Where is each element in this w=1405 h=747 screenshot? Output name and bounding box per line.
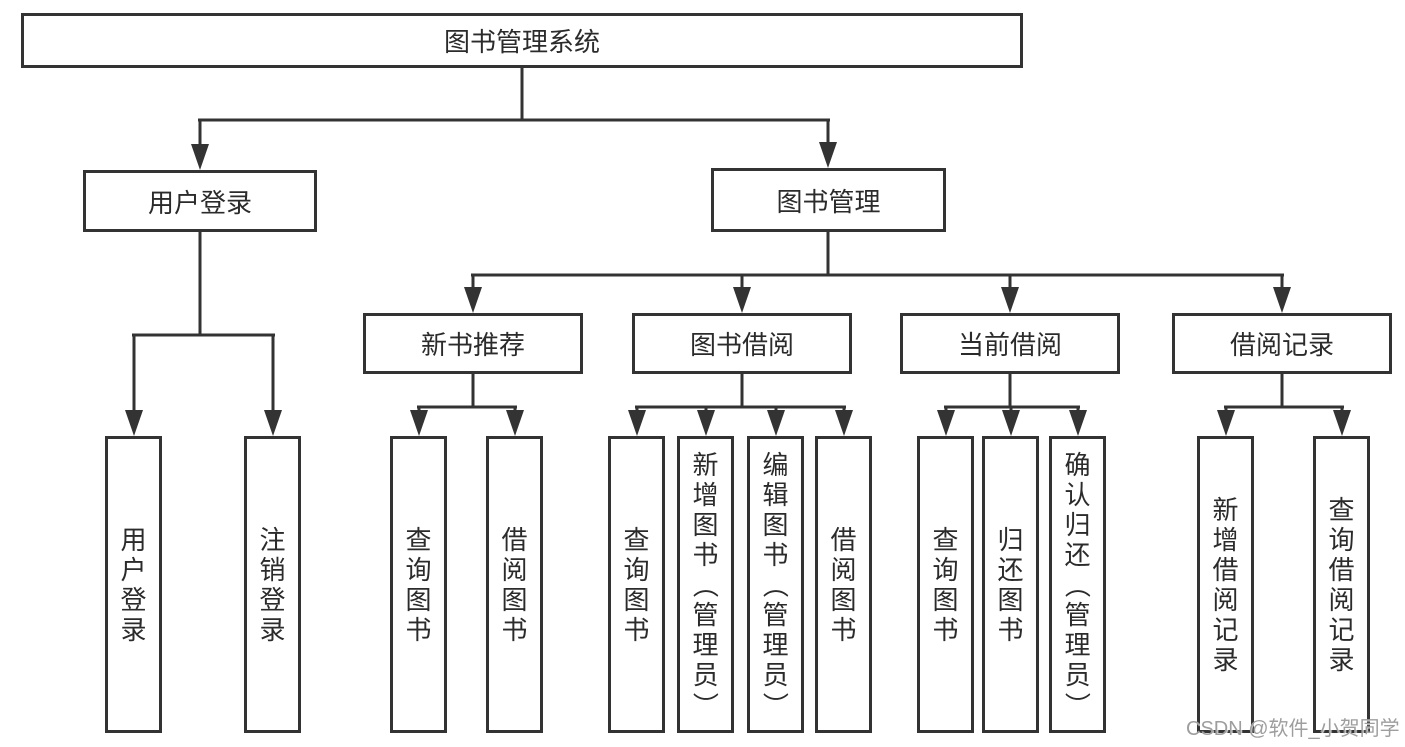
node-borrow-records-label: 借阅记录 xyxy=(1229,330,1334,360)
leaf-logout: 注销登录 xyxy=(244,436,301,733)
leaf-logout-label: 注销登录 xyxy=(259,524,286,645)
node-root: 图书管理系统 xyxy=(21,13,1023,68)
leaf-add-book-admin: 新增图书（管理员） xyxy=(677,436,734,733)
leaf-edit-book-admin-label: 编辑图书（管理员） xyxy=(760,449,791,718)
node-book-management: 图书管理 xyxy=(711,168,946,232)
node-borrow-records: 借阅记录 xyxy=(1172,313,1392,374)
leaf-query-borrow-record-label: 查询借阅记录 xyxy=(1328,494,1355,675)
node-new-book-recommend: 新书推荐 xyxy=(363,313,583,374)
node-new-book-recommend-label: 新书推荐 xyxy=(420,330,525,360)
leaf-add-borrow-record-label: 新增借阅记录 xyxy=(1212,494,1239,675)
leaf-borrow-books-recommend: 借阅图书 xyxy=(486,436,543,733)
node-user-login: 用户登录 xyxy=(83,170,317,232)
watermark: CSDN @软件_小贺同学 xyxy=(1186,718,1400,740)
leaf-query-books-current-label: 查询图书 xyxy=(932,524,959,645)
leaf-edit-book-admin: 编辑图书（管理员） xyxy=(747,436,804,733)
leaf-query-borrow-record: 查询借阅记录 xyxy=(1313,436,1370,733)
leaf-borrow-books-label: 借阅图书 xyxy=(830,524,857,645)
leaf-user-login-label: 用户登录 xyxy=(120,524,147,645)
node-current-borrow-label: 当前借阅 xyxy=(957,330,1062,360)
node-root-label: 图书管理系统 xyxy=(443,27,600,57)
leaf-return-book-label: 归还图书 xyxy=(997,524,1024,645)
node-current-borrow: 当前借阅 xyxy=(900,313,1120,374)
node-user-login-label: 用户登录 xyxy=(147,187,252,218)
leaf-return-book: 归还图书 xyxy=(982,436,1039,733)
leaf-user-login: 用户登录 xyxy=(105,436,162,733)
connector-book-borrow xyxy=(628,374,853,436)
leaf-add-borrow-record: 新增借阅记录 xyxy=(1197,436,1254,733)
node-book-management-label: 图书管理 xyxy=(776,186,881,217)
node-book-borrow-label: 图书借阅 xyxy=(689,330,794,360)
connector-current-borrow xyxy=(937,374,1087,436)
leaf-confirm-return-admin: 确认归还（管理员） xyxy=(1049,436,1106,733)
leaf-query-books-borrow: 查询图书 xyxy=(608,436,665,733)
leaf-query-books-borrow-label: 查询图书 xyxy=(623,524,650,645)
connector-new-book xyxy=(410,374,524,436)
node-book-borrow: 图书借阅 xyxy=(632,313,852,374)
leaf-query-books-recommend-label: 查询图书 xyxy=(405,524,432,645)
leaf-borrow-books: 借阅图书 xyxy=(815,436,872,733)
connector-user-login xyxy=(125,232,282,436)
leaf-confirm-return-admin-label: 确认归还（管理员） xyxy=(1062,449,1093,718)
connector-borrow-records xyxy=(1217,374,1351,436)
leaf-add-book-admin-label: 新增图书（管理员） xyxy=(690,449,721,718)
connector-book-management xyxy=(464,232,1291,313)
connector-root xyxy=(191,68,837,170)
leaf-borrow-books-recommend-label: 借阅图书 xyxy=(501,524,528,645)
leaf-query-books-recommend: 查询图书 xyxy=(390,436,447,733)
leaf-query-books-current: 查询图书 xyxy=(917,436,974,733)
